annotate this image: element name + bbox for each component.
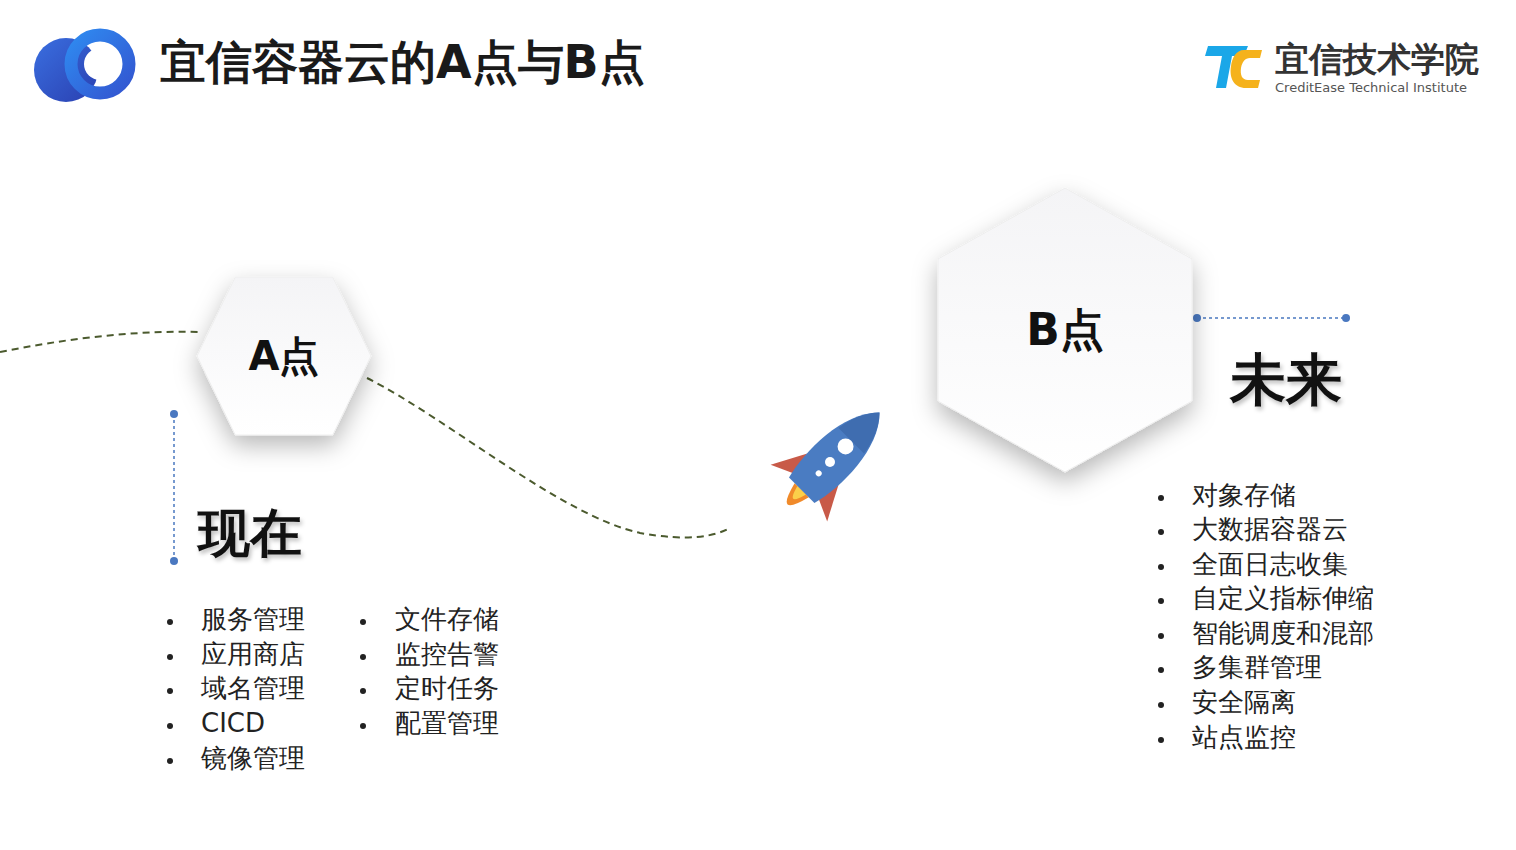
bullet-dot (360, 723, 366, 729)
hexagon-node: B点 (938, 188, 1192, 472)
bullet-dot (1158, 598, 1164, 604)
section-heading: 现在 (198, 504, 302, 564)
bullet-dot (360, 654, 366, 660)
list-item: CICD (201, 709, 265, 739)
bullet-dot (1158, 495, 1164, 501)
hexagon-node: A点 (197, 277, 371, 435)
slide-title: 宜信容器云的A点与B点 (160, 36, 645, 89)
list-item: 对象存储 (1192, 481, 1296, 511)
bullet-dot (1158, 633, 1164, 639)
list-item: 配置管理 (395, 709, 499, 739)
leader-line (170, 410, 178, 565)
bullet-dot (1158, 564, 1164, 570)
institute-mark (1205, 46, 1262, 88)
bullet-dot (167, 723, 173, 729)
title-logo (34, 35, 129, 102)
institute-name: CreditEase Technical Institute (1275, 81, 1467, 96)
list-item: 应用商店 (201, 640, 305, 670)
journey-curve (367, 378, 730, 537)
list-item: 站点监控 (1192, 723, 1296, 753)
bullet-dot (1158, 737, 1164, 743)
bullet-dot (360, 619, 366, 625)
list-item: 多集群管理 (1192, 653, 1322, 683)
node-label: A点 (249, 329, 320, 384)
bullet-dot (1158, 529, 1164, 535)
list-item: 智能调度和混部 (1192, 619, 1374, 649)
list-item: 全面日志收集 (1192, 550, 1348, 580)
journey-curve (0, 332, 200, 352)
rocket-illustration (759, 384, 907, 532)
section-heading: 未来 (1230, 348, 1342, 412)
list-item: 定时任务 (395, 674, 499, 704)
leader-line (1193, 314, 1350, 322)
list-item: 安全隔离 (1192, 688, 1296, 718)
institute-name: 宜信技术学院 (1275, 40, 1479, 79)
bullet-dot (360, 688, 366, 694)
node-label: B点 (1026, 301, 1104, 360)
bullet-dot (1158, 667, 1164, 673)
bullet-dot (167, 758, 173, 764)
list-item: 域名管理 (201, 674, 305, 704)
bullet-dot (1158, 702, 1164, 708)
list-item: 镜像管理 (201, 744, 305, 774)
bullet-dot (167, 619, 173, 625)
list-item: 服务管理 (201, 605, 305, 635)
bullet-dot (167, 688, 173, 694)
bullet-dot (167, 654, 173, 660)
list-item: 监控告警 (395, 640, 499, 670)
list-item: 大数据容器云 (1192, 515, 1348, 545)
list-item: 文件存储 (395, 605, 499, 635)
list-item: 自定义指标伸缩 (1192, 584, 1374, 614)
